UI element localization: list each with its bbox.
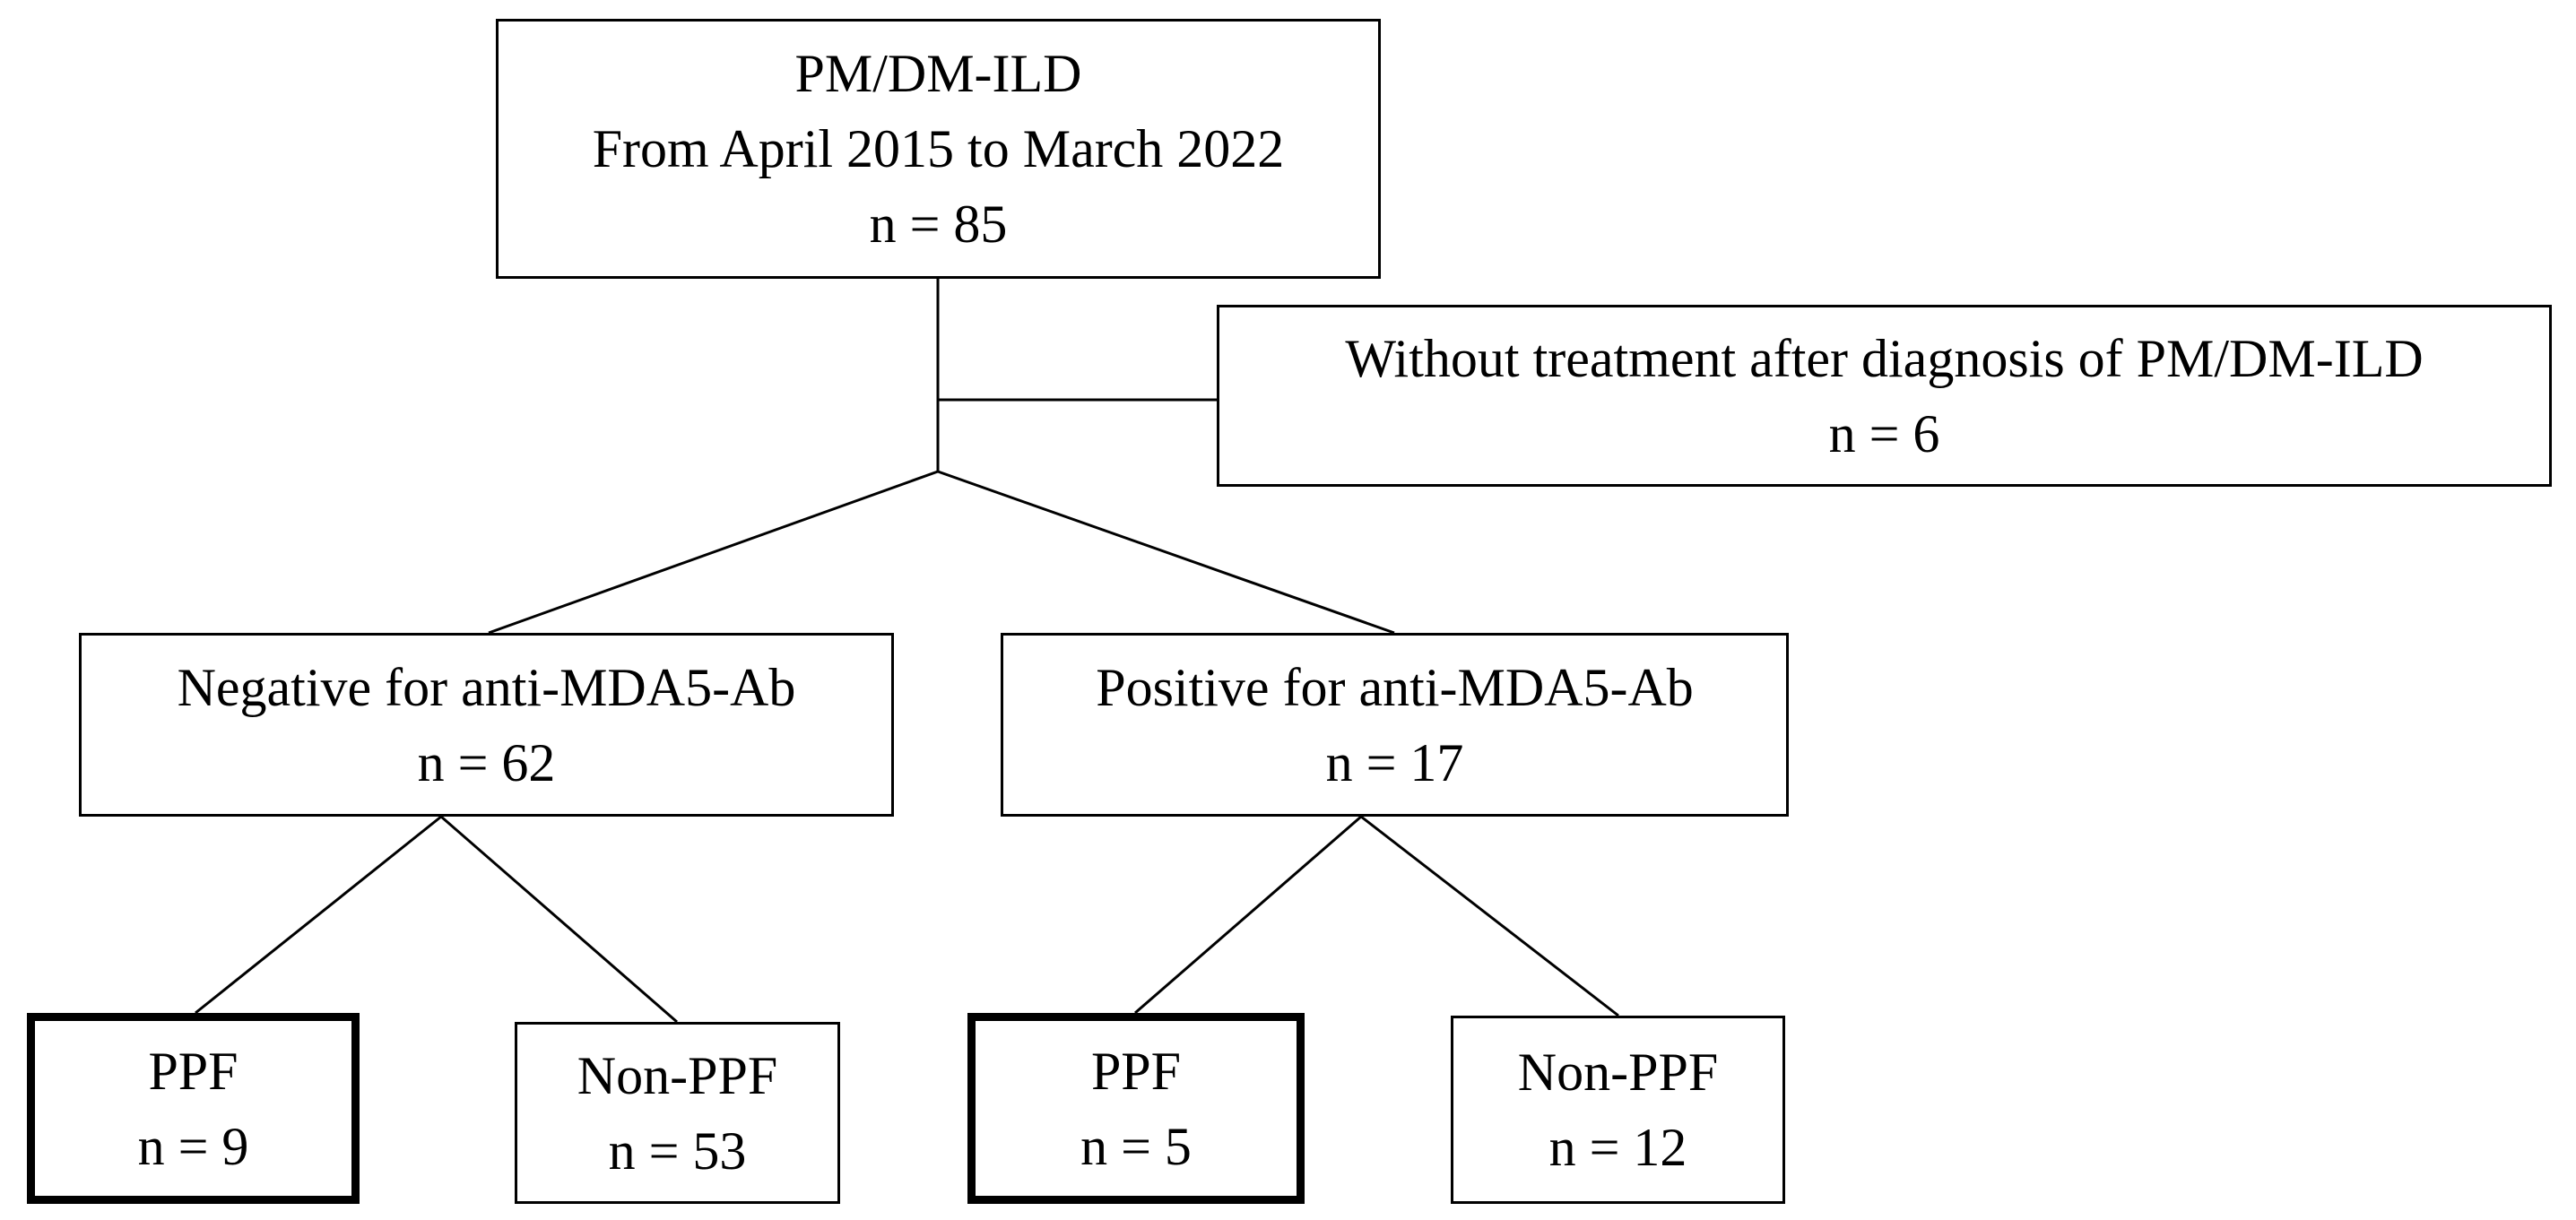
negative-group-label: Negative for anti-MDA5-Ab: [177, 657, 796, 717]
root-cohort-box: PM/DM-ILD From April 2015 to March 2022 …: [496, 19, 1381, 279]
positive-ppf-label: PPF: [1090, 1041, 1182, 1101]
negative-to-non-ppf-line: [440, 815, 678, 1024]
negative-ppf-label: PPF: [148, 1041, 239, 1101]
negative-non-ppf-label: Non-PPF: [577, 1045, 778, 1105]
negative-group-count: n = 62: [417, 732, 556, 792]
negative-ppf-count: n = 9: [137, 1116, 249, 1176]
excluded-box: Without treatment after diagnosis of PM/…: [1217, 305, 2552, 487]
negative-non-ppf-box: Non-PPF n = 53: [515, 1022, 840, 1204]
root-count: n = 85: [869, 195, 1008, 254]
positive-non-ppf-box: Non-PPF n = 12: [1451, 1016, 1785, 1204]
negative-group-box: Negative for anti-MDA5-Ab n = 62: [79, 633, 894, 817]
root-period: From April 2015 to March 2022: [592, 119, 1285, 178]
negative-to-ppf-line: [195, 815, 442, 1015]
positive-group-box: Positive for anti-MDA5-Ab n = 17: [1001, 633, 1789, 817]
root-title: PM/DM-ILD: [794, 44, 1082, 103]
positive-non-ppf-count: n = 12: [1548, 1118, 1687, 1177]
positive-to-non-ppf-line: [1360, 815, 1619, 1017]
positive-group-count: n = 17: [1325, 732, 1464, 792]
positive-non-ppf-label: Non-PPF: [1517, 1043, 1719, 1102]
excluded-label: Without treatment after diagnosis of PM/…: [1345, 328, 2424, 388]
split-line-positive: [937, 470, 1395, 635]
positive-group-label: Positive for anti-MDA5-Ab: [1096, 657, 1694, 717]
excluded-count: n = 6: [1828, 403, 1940, 463]
positive-ppf-box: PPF n = 5: [967, 1013, 1305, 1204]
positive-ppf-count: n = 5: [1080, 1116, 1192, 1176]
negative-non-ppf-count: n = 53: [608, 1120, 747, 1181]
negative-ppf-box: PPF n = 9: [27, 1013, 360, 1204]
positive-to-ppf-line: [1134, 815, 1362, 1015]
split-line-negative: [488, 470, 939, 635]
